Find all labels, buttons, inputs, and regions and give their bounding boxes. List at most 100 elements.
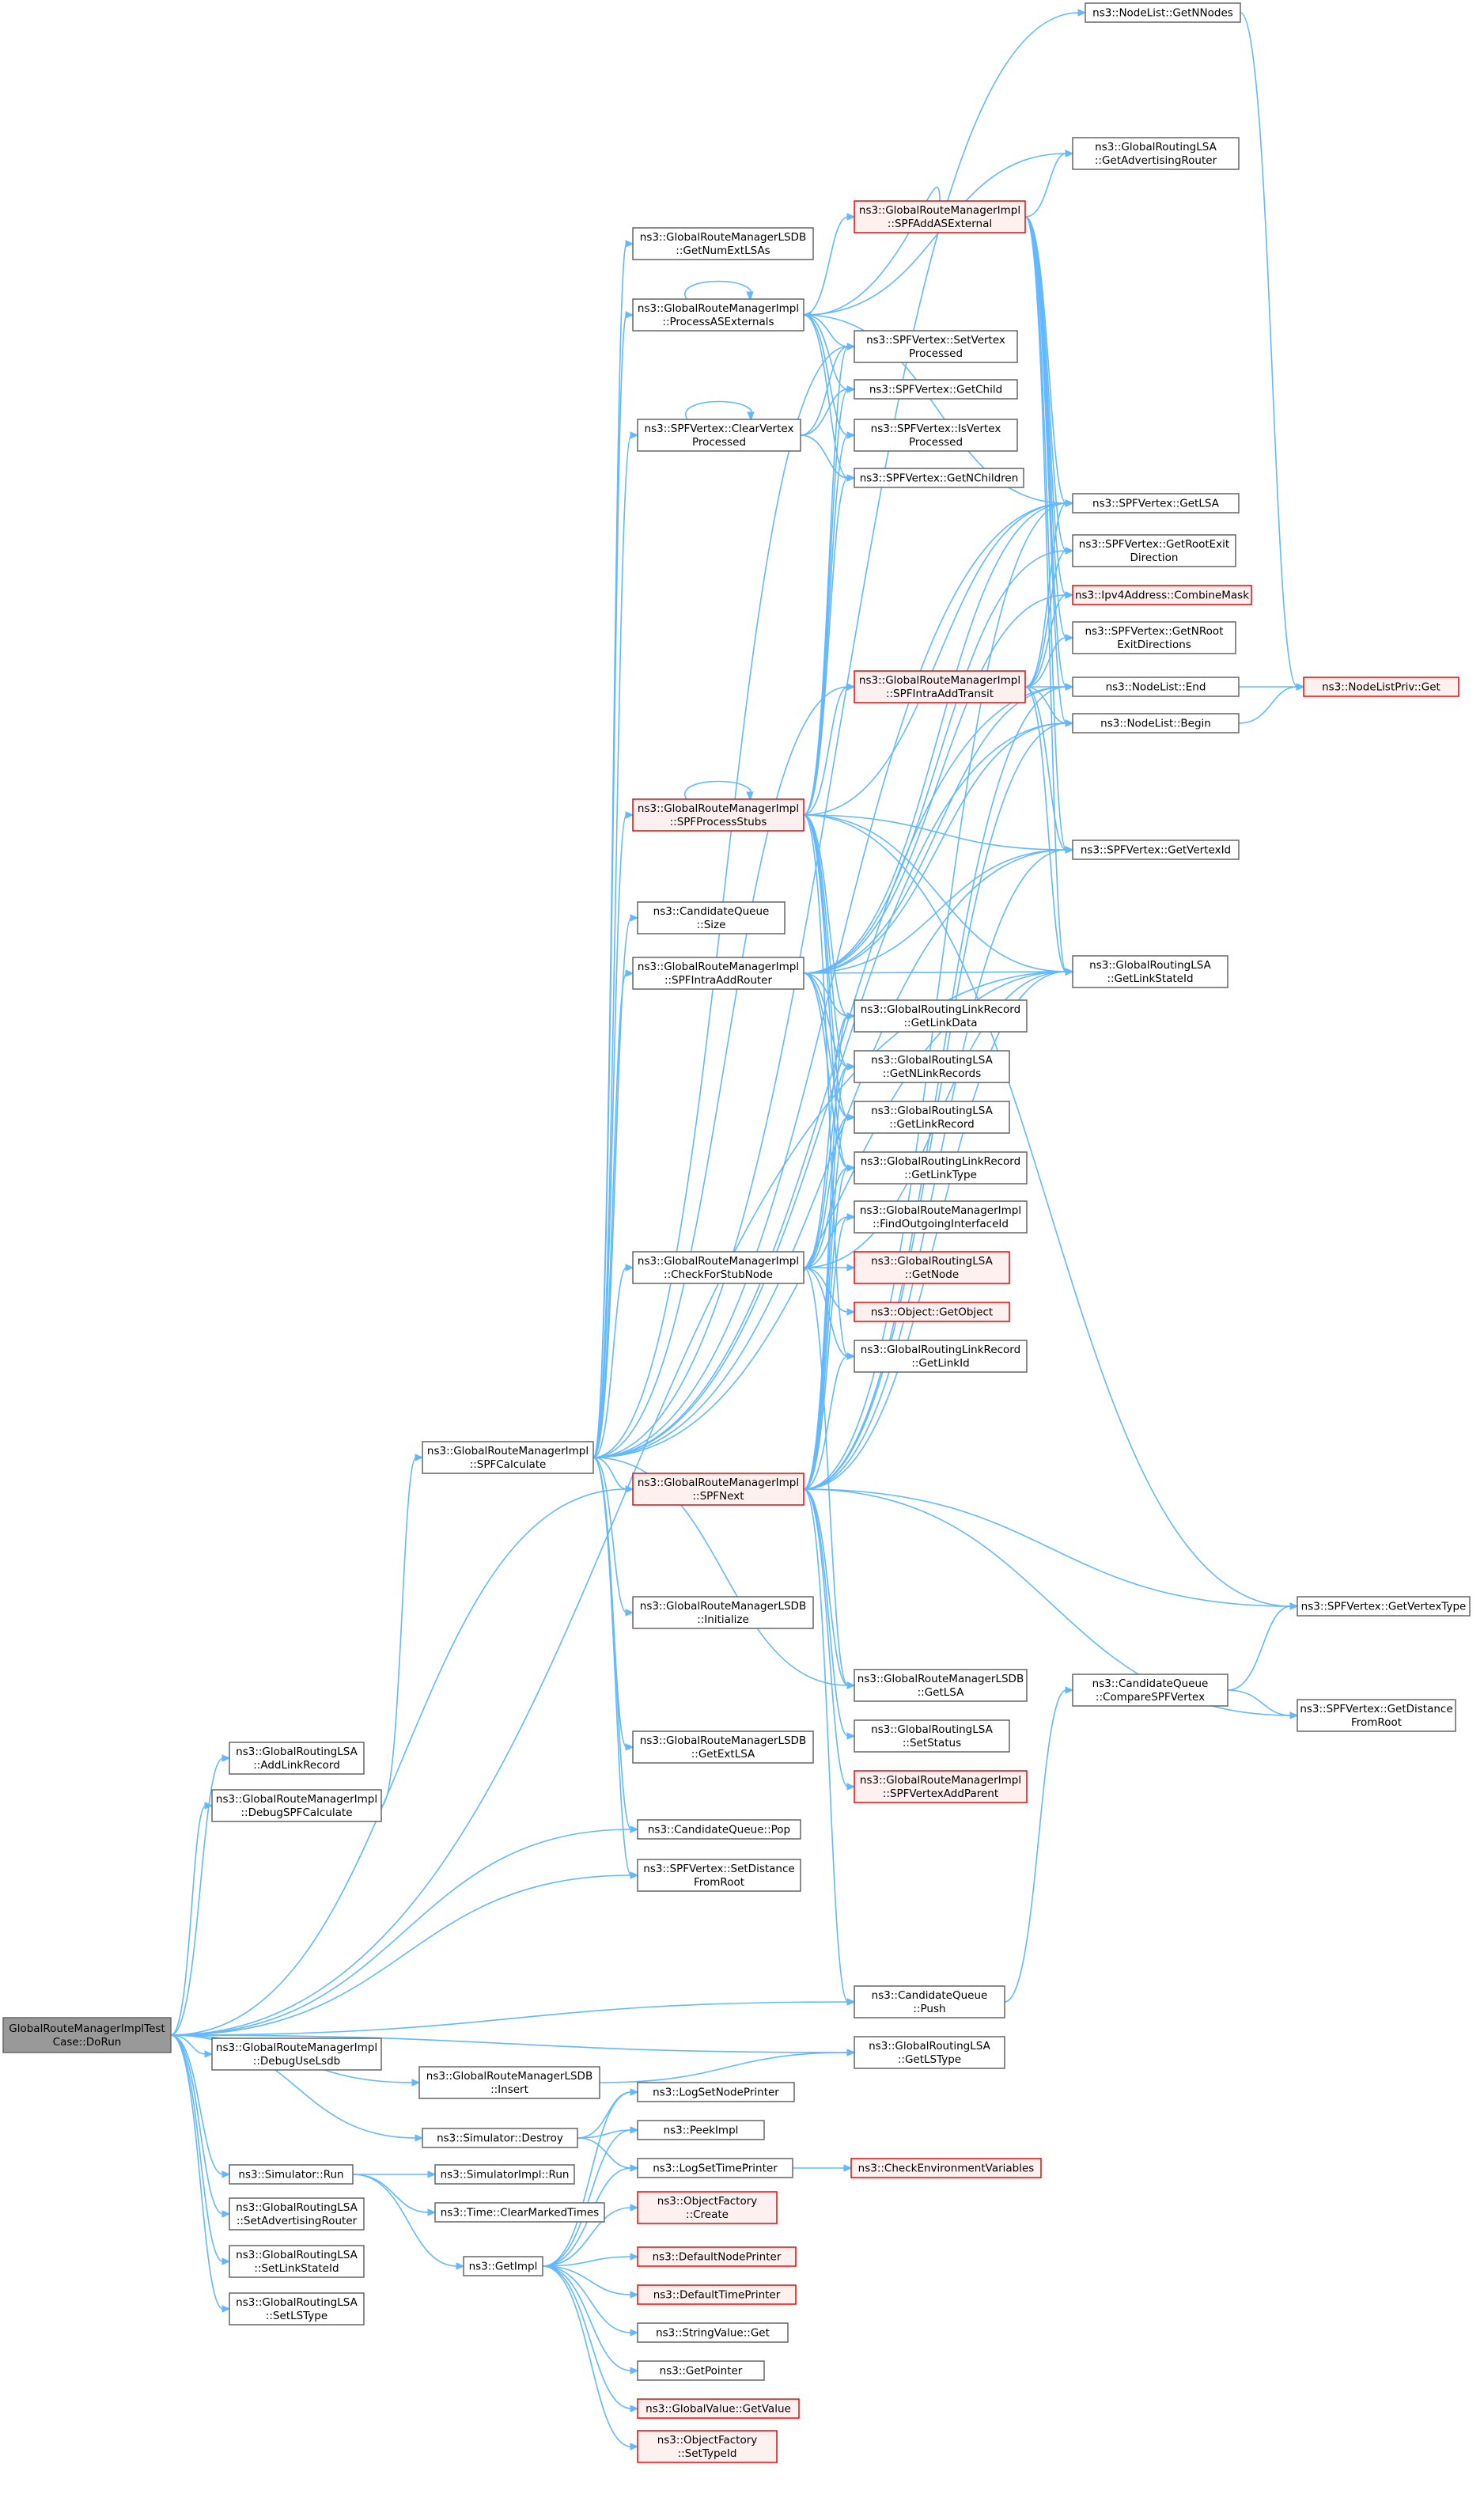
node-box (637, 2322, 789, 2343)
node-label: ns3::GlobalRouteManagerLSDB (640, 1600, 806, 1613)
node-box (1072, 137, 1240, 170)
node-box (229, 2197, 365, 2231)
node-peekImpl[interactable]: ns3::PeekImpl (637, 2120, 765, 2140)
node-setStatus[interactable]: ns3::GlobalRoutingLSA::SetStatus (854, 1719, 1010, 1753)
node-clearMarked[interactable]: ns3::Time::ClearMarkedTimes (434, 2202, 605, 2223)
node-label: ::GetAdvertisingRouter (1095, 154, 1217, 167)
node-getVertexType[interactable]: ns3::SPFVertex::GetVertexType (1297, 1596, 1471, 1617)
node-getNChildren[interactable]: ns3::SPFVertex::GetNChildren (854, 468, 1024, 488)
node-cqSize[interactable]: ns3::CandidateQueue::Size (637, 901, 786, 934)
node-label: ns3::GlobalRoutingLinkRecord (861, 1344, 1020, 1356)
node-label: ::SPFNext (692, 1490, 744, 1503)
node-spfProcessStubs[interactable]: ns3::GlobalRouteManagerImpl::SPFProcessS… (632, 798, 804, 832)
node-box (632, 798, 804, 832)
node-box (854, 1340, 1028, 1373)
node-label: ns3::GlobalRoutingLSA (871, 1723, 993, 1736)
node-getImpl[interactable]: ns3::GetImpl (463, 2256, 543, 2276)
node-getPointer[interactable]: ns3::GetPointer (637, 2360, 765, 2381)
node-label: ::SPFCalculate (470, 1458, 547, 1471)
node-getLinkStateId[interactable]: ns3::GlobalRoutingLSA::GetLinkStateId (1072, 955, 1228, 988)
node-cqPop[interactable]: ns3::CandidateQueue::Pop (637, 1819, 801, 1840)
node-getNLinkRecords[interactable]: ns3::GlobalRoutingLSA::GetNLinkRecords (854, 1050, 1010, 1083)
node-getLinkId[interactable]: ns3::GlobalRoutingLinkRecord::GetLinkId (854, 1340, 1028, 1373)
node-debugSPF[interactable]: ns3::GlobalRouteManagerImpl::DebugSPFCal… (211, 1789, 382, 1822)
node-simImplRun[interactable]: ns3::SimulatorImpl::Run (434, 2164, 575, 2185)
node-spfCalc[interactable]: ns3::GlobalRouteManagerImpl::SPFCalculat… (422, 1441, 594, 1474)
node-getLinkType[interactable]: ns3::GlobalRoutingLinkRecord::GetLinkTyp… (854, 1151, 1028, 1185)
node-getObject[interactable]: ns3::Object::GetObject (854, 1302, 1010, 1322)
node-box (1072, 585, 1252, 605)
edge-nodeListBegin-to-nodeListPrivGet (1238, 683, 1305, 724)
node-addLinkRecord[interactable]: ns3::GlobalRoutingLSA::AddLinkRecord (229, 1742, 365, 1775)
node-nodeListBegin[interactable]: ns3::NodeList::Begin (1072, 713, 1240, 733)
node-compareSPF[interactable]: ns3::CandidateQueue::CompareSPFVertex (1072, 1674, 1228, 1707)
node-getLSType[interactable]: ns3::GlobalRoutingLSA::GetLSType (854, 2036, 1005, 2069)
node-getLinkRecord[interactable]: ns3::GlobalRoutingLSA::GetLinkRecord (854, 1101, 1010, 1134)
node-label: ns3::SPFVertex::GetRootExit (1079, 538, 1229, 551)
node-checkEnv[interactable]: ns3::CheckEnvironmentVariables (850, 2158, 1042, 2178)
node-box (854, 1200, 1028, 1234)
node-numExtLSAs[interactable]: ns3::GlobalRouteManagerLSDB::GetNumExtLS… (632, 227, 814, 260)
node-simRun[interactable]: ns3::Simulator::Run (229, 2164, 354, 2185)
node-spfAddASE[interactable]: ns3::GlobalRouteManagerImpl::SPFAddASExt… (854, 200, 1026, 233)
node-findOutIf[interactable]: ns3::GlobalRouteManagerImpl::FindOutgoin… (854, 1200, 1028, 1234)
node-logSetTime[interactable]: ns3::LogSetTimePrinter (637, 2158, 793, 2178)
edge-spfCalc-to-processASE (592, 311, 634, 1458)
node-vertexGetLSA[interactable]: ns3::SPFVertex::GetLSA (1072, 493, 1240, 514)
node-debugUseLsdb[interactable]: ns3::GlobalRouteManagerImpl::DebugUseLsd… (211, 2037, 382, 2071)
node-setLinkStateId[interactable]: ns3::GlobalRoutingLSA::SetLinkStateId (229, 2245, 365, 2278)
node-gvGetValue[interactable]: ns3::GlobalValue::GetValue (637, 2398, 800, 2419)
node-setLSType[interactable]: ns3::GlobalRoutingLSA::SetLSType (229, 2292, 365, 2326)
node-ofCreate[interactable]: ns3::ObjectFactory::Create (637, 2191, 778, 2224)
node-getLinkData[interactable]: ns3::GlobalRoutingLinkRecord::GetLinkDat… (854, 999, 1028, 1033)
edge-spfIntraRouter-to-vertexGetLSA (803, 499, 1074, 974)
node-ofSetTypeId[interactable]: ns3::ObjectFactory::SetTypeId (637, 2430, 778, 2463)
node-checkStub[interactable]: ns3::GlobalRouteManagerImpl::CheckForStu… (632, 1251, 804, 1284)
node-spfIntraTransit[interactable]: ns3::GlobalRouteManagerImpl::SPFIntraAdd… (854, 670, 1026, 703)
node-nodeListGetN[interactable]: ns3::NodeList::GetNNodes (1085, 2, 1241, 23)
node-lsdbInsert[interactable]: ns3::GlobalRouteManagerLSDB::Insert (418, 2066, 600, 2099)
node-getVertexId[interactable]: ns3::SPFVertex::GetVertexId (1072, 840, 1240, 860)
node-label: ns3::SPFVertex::GetNRoot (1085, 625, 1224, 638)
node-defNodePrinter[interactable]: ns3::DefaultNodePrinter (637, 2246, 797, 2267)
node-setAdvRouter[interactable]: ns3::GlobalRoutingLSA::SetAdvertisingRou… (229, 2197, 365, 2231)
node-lsaGetNode[interactable]: ns3::GlobalRoutingLSA::GetNode (854, 1251, 1010, 1284)
edge-spfProcessStubs-to-getLinkStateId (803, 814, 1074, 976)
edge-spfNext-to-setStatus (803, 1488, 856, 1740)
node-label: ns3::GlobalRouteManagerImpl (638, 1476, 799, 1489)
edge-spfProcessStubs-to-vertexGetLSA (803, 499, 1074, 816)
node-box (211, 1789, 382, 1822)
node-logSetNode[interactable]: ns3::LogSetNodePrinter (637, 2082, 795, 2102)
node-label: ns3::Simulator::Destroy (437, 2132, 563, 2145)
node-label: ns3::GlobalRouteManagerImpl (859, 204, 1020, 217)
node-spfVertexAddParent[interactable]: ns3::GlobalRouteManagerImpl::SPFVertexAd… (854, 1770, 1028, 1803)
node-nodeListPrivGet[interactable]: ns3::NodeListPriv::Get (1303, 677, 1459, 697)
node-processASE[interactable]: ns3::GlobalRouteManagerImpl::ProcessASEx… (632, 298, 804, 332)
node-combineMask[interactable]: ns3::Ipv4Address::CombineMask (1072, 585, 1252, 605)
node-lsdbInit[interactable]: ns3::GlobalRouteManagerLSDB::Initialize (632, 1596, 814, 1629)
node-label: ::AddLinkRecord (253, 1759, 340, 1772)
node-lsdbGetLSA[interactable]: ns3::GlobalRouteManagerLSDB::GetLSA (854, 1669, 1028, 1702)
node-spfIntraRouter[interactable]: ns3::GlobalRouteManagerImpl::SPFIntraAdd… (632, 957, 804, 990)
node-spfNext[interactable]: ns3::GlobalRouteManagerImpl::SPFNext (632, 1473, 804, 1506)
node-label: ns3::DefaultTimePrinter (653, 2289, 781, 2302)
node-nodeListEnd[interactable]: ns3::NodeList::End (1072, 677, 1240, 697)
node-cqPush[interactable]: ns3::CandidateQueue::Push (854, 1985, 1005, 2018)
node-box (854, 1151, 1028, 1185)
node-getExtLSA[interactable]: ns3::GlobalRouteManagerLSDB::GetExtLSA (632, 1730, 814, 1764)
node-strValGet[interactable]: ns3::StringValue::Get (637, 2322, 789, 2343)
node-defTimePrinter[interactable]: ns3::DefaultTimePrinter (637, 2284, 797, 2305)
node-box (854, 1669, 1028, 1702)
node-getChild[interactable]: ns3::SPFVertex::GetChild (854, 379, 1018, 400)
node-label: ::Size (697, 919, 726, 931)
node-simDestroy[interactable]: ns3::Simulator::Destroy (422, 2128, 578, 2148)
node-getAdvRouter[interactable]: ns3::GlobalRoutingLSA::GetAdvertisingRou… (1072, 137, 1240, 170)
